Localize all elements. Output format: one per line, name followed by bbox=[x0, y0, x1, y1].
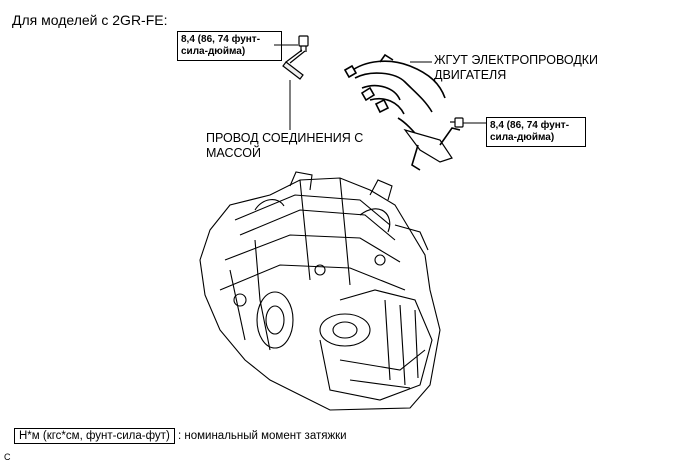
legend-description: : номинальный момент затяжки bbox=[177, 430, 347, 442]
torque-spec-ground-bolt: 8,4 (86, 74 фунт- сила-дюйма) bbox=[177, 31, 282, 61]
ground-wire-icon bbox=[282, 35, 309, 80]
legend-unit-box: Н*м (кгс*см, фунт-сила-фут) bbox=[14, 428, 175, 444]
engine-assembly-icon bbox=[199, 171, 441, 411]
corner-mark: C bbox=[4, 452, 11, 462]
engine-harness-label: ЖГУТ ЭЛЕКТРОПРОВОДКИ ДВИГАТЕЛЯ bbox=[434, 53, 599, 82]
leader-lines bbox=[274, 44, 486, 130]
engine-harness-icon bbox=[343, 53, 461, 171]
ground-wire-label: ПРОВОД СОЕДИНЕНИЯ С МАССОЙ bbox=[206, 131, 364, 160]
torque-spec-harness-bolt: 8,4 (86, 74 фунт- сила-дюйма) bbox=[486, 117, 586, 147]
harness-bolt-icon bbox=[450, 117, 464, 128]
legend: Н*м (кгс*см, фунт-сила-фут) : номинальны… bbox=[14, 428, 347, 444]
page-title: Для моделей с 2GR-FE: bbox=[12, 12, 168, 28]
